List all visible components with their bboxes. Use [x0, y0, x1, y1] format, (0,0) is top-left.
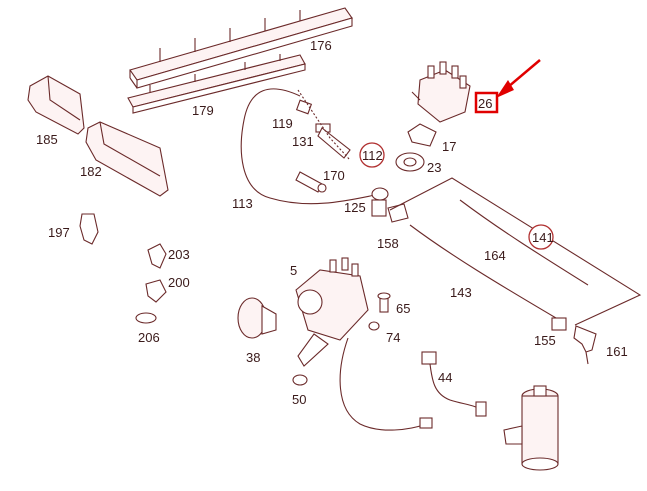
- label-176[interactable]: 176: [310, 38, 332, 53]
- part-74-washer[interactable]: [368, 321, 380, 331]
- label-44[interactable]: 44: [438, 370, 452, 385]
- label-170[interactable]: 170: [323, 168, 345, 183]
- label-23[interactable]: 23: [427, 160, 441, 175]
- label-131[interactable]: 131: [292, 134, 314, 149]
- part-125-connector[interactable]: [371, 187, 389, 217]
- label-203[interactable]: 203: [168, 247, 190, 262]
- part-206-clip[interactable]: [135, 312, 157, 324]
- label-206[interactable]: 206: [138, 330, 160, 345]
- label-143[interactable]: 143: [450, 285, 472, 300]
- label-182[interactable]: 182: [80, 164, 102, 179]
- distributor-lead: [339, 337, 427, 431]
- lead-connector: [419, 417, 433, 429]
- label-158[interactable]: 158: [377, 236, 399, 251]
- label-112[interactable]: 112: [362, 148, 383, 163]
- part-200-clip[interactable]: [145, 279, 167, 303]
- label-125[interactable]: 125: [344, 200, 366, 215]
- label-119[interactable]: 119: [272, 116, 293, 131]
- label-50[interactable]: 50: [292, 392, 306, 407]
- part-179-rail[interactable]: [127, 54, 306, 114]
- label-155[interactable]: 155: [534, 333, 556, 348]
- highlight-arrow: [496, 59, 541, 98]
- part-161-connector[interactable]: [573, 325, 597, 365]
- label-164[interactable]: 164: [484, 248, 506, 263]
- part-38-vacuum-unit[interactable]: [237, 297, 277, 339]
- part-176-rail[interactable]: [129, 7, 353, 89]
- label-38[interactable]: 38: [246, 350, 260, 365]
- part-141-bracket[interactable]: [389, 177, 642, 326]
- part-143-hose[interactable]: [409, 224, 557, 319]
- label-197[interactable]: 197: [48, 225, 70, 240]
- part-65-bolt[interactable]: [377, 292, 391, 313]
- label-161[interactable]: 161: [606, 344, 628, 359]
- label-179[interactable]: 179: [192, 103, 214, 118]
- label-200[interactable]: 200: [168, 275, 190, 290]
- label-141[interactable]: 141: [532, 230, 554, 245]
- label-74[interactable]: 74: [386, 330, 400, 345]
- label-65[interactable]: 65: [396, 301, 410, 316]
- label-26[interactable]: 26: [478, 96, 492, 111]
- part-50-seal[interactable]: [292, 374, 308, 386]
- part-17-rotor[interactable]: [407, 123, 437, 147]
- part-155-connector[interactable]: [551, 317, 567, 331]
- part-197-clip[interactable]: [79, 213, 99, 245]
- ignition-coil[interactable]: [503, 385, 559, 471]
- part-158-connector[interactable]: [387, 203, 409, 223]
- part-185-cover[interactable]: [27, 75, 85, 135]
- callout-circle-141: [528, 224, 554, 250]
- callout-circle-112: [359, 142, 385, 168]
- part-26-distributor-cap[interactable]: [411, 61, 471, 123]
- part-170-valve[interactable]: [295, 171, 327, 193]
- label-17[interactable]: 17: [442, 139, 456, 154]
- highlight-box-26: [474, 91, 499, 114]
- label-5[interactable]: 5: [290, 263, 297, 278]
- part-23-ring[interactable]: [395, 152, 425, 172]
- label-185[interactable]: 185: [36, 132, 58, 147]
- part-44-sensor[interactable]: [421, 351, 487, 417]
- part-113-line[interactable]: [240, 88, 376, 205]
- label-113[interactable]: 113: [232, 196, 253, 211]
- part-203-clip[interactable]: [147, 243, 167, 269]
- part-5-distributor[interactable]: [295, 257, 369, 367]
- part-164-hose[interactable]: [459, 199, 589, 286]
- part-182-cover[interactable]: [85, 121, 169, 197]
